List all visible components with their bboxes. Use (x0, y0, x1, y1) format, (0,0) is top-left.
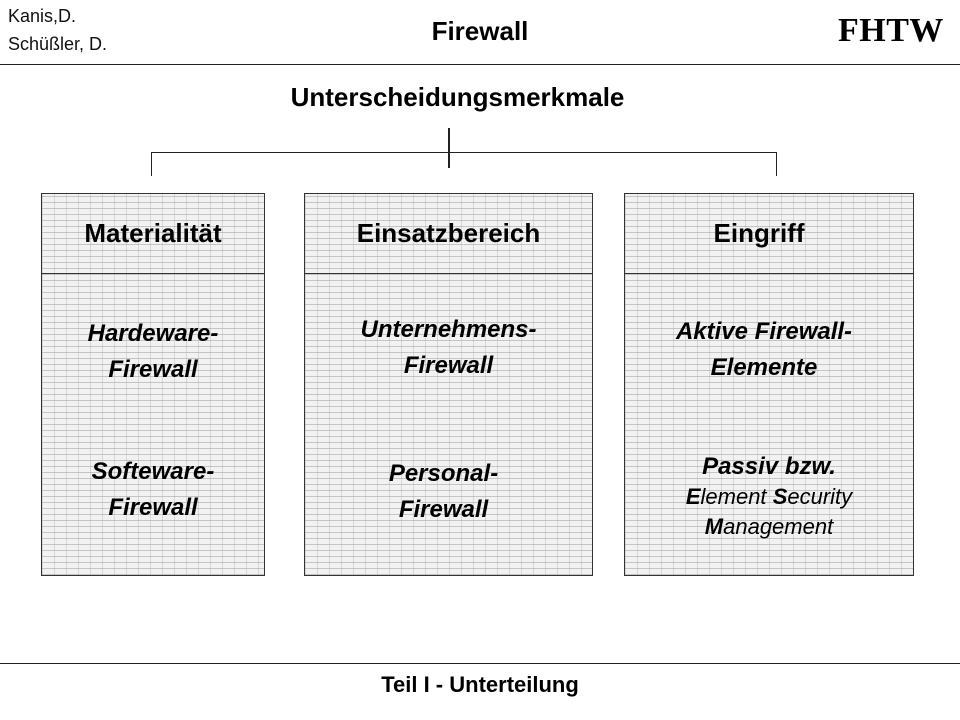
ems-initial: M (704, 514, 724, 539)
entry-line: Firewall (108, 356, 198, 383)
column-heading: Einsatzbereich (305, 194, 592, 274)
entry-software-firewall: Softeware- Firewall (42, 454, 264, 526)
ems-line-element: Element Security (625, 482, 913, 512)
author-name: Kanis,D. (8, 6, 77, 26)
entry-unternehmens-firewall: Unternehmens- Firewall (305, 312, 592, 384)
entry-line: Passiv bzw. (702, 453, 836, 480)
column-eingriff: Eingriff Aktive Firewall- Elemente Passi… (624, 193, 914, 576)
column-heading: Eingriff (625, 194, 913, 274)
header-divider (0, 64, 960, 65)
author-name: Schüßler, D. (8, 34, 108, 54)
entry-aktive-firewall-elemente: Aktive Firewall- Elemente (615, 314, 913, 386)
entry-line: Firewall (398, 496, 489, 523)
entry-hardware-firewall: Hardeware- Firewall (42, 316, 264, 388)
column-heading: Materialität (42, 194, 264, 274)
fhtw-logo: FHTW (838, 12, 944, 49)
entry-line: Unternehmens- (360, 316, 537, 343)
entry-line: Hardeware- (87, 320, 219, 347)
ems-rest: lement (700, 484, 767, 509)
column-materialitaet: Materialität Hardeware- Firewall Softewa… (41, 193, 265, 576)
slide-title: Firewall (431, 16, 529, 46)
entry-line: Softeware- (91, 458, 215, 485)
ems-initial: S (772, 484, 788, 509)
entry-line: Firewall (403, 352, 494, 379)
connector-right (776, 152, 777, 176)
entry-line: Elemente (710, 354, 818, 381)
column-einsatzbereich: Einsatzbereich Unternehmens- Firewall Pe… (304, 193, 593, 576)
connector-left (151, 152, 152, 176)
diagram-title: Unterscheidungsmerkmale (290, 82, 625, 112)
entry-personal-firewall: Personal- Firewall (295, 456, 592, 528)
entry-passiv-ems: Passiv bzw. Element Security Management (625, 452, 913, 542)
footer-title: Teil I - Unterteilung (381, 672, 579, 697)
footer-divider (0, 663, 960, 664)
ems-line-management: Management (625, 512, 913, 542)
authors: Kanis,D. Schüßler, D. (8, 2, 107, 58)
connector-trunk (448, 128, 450, 168)
entry-line: Aktive Firewall- (675, 318, 853, 345)
ems-rest: anagement (723, 514, 834, 539)
entry-line: Personal- (388, 460, 499, 487)
ems-rest: ecurity (787, 484, 853, 509)
connector-bar (151, 152, 777, 153)
ems-initial: E (685, 484, 701, 509)
entry-line: Firewall (108, 494, 198, 521)
